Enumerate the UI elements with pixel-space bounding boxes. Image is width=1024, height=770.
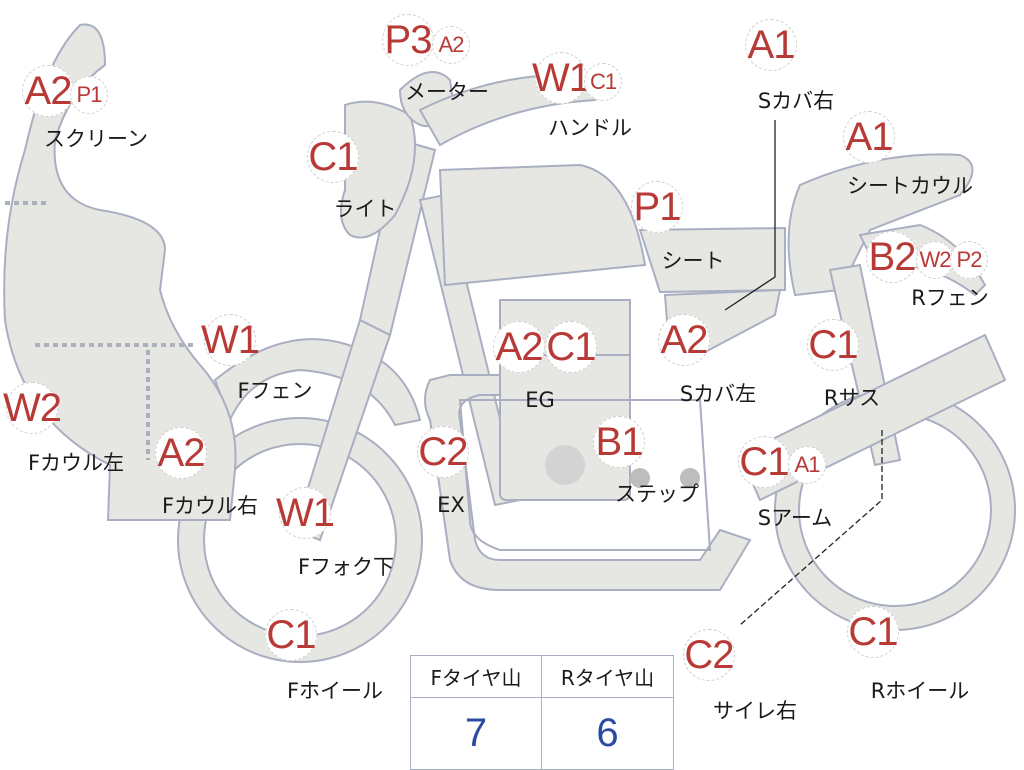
- seat-shape: [638, 226, 786, 294]
- part-label-front-fork-lower: Fフォク下: [297, 555, 395, 579]
- damage-code-front-fork-lower-1: W1: [276, 487, 335, 539]
- part-label-side-cover-left: Sカバ左: [679, 382, 757, 406]
- tire-tread-table: Fタイヤ山 Rタイヤ山 7 6: [410, 655, 674, 770]
- rear-tire-header: Rタイヤ山: [542, 656, 673, 698]
- part-label-rear-suspension: Rサス: [823, 386, 881, 410]
- damage-code-seat-cowl-1: A1: [843, 111, 895, 163]
- damage-code-screen-2: P1: [70, 76, 108, 114]
- part-label-light: ライト: [333, 197, 397, 221]
- part-label-side-cover-right: Sカバ右: [757, 89, 835, 113]
- exhaust-shape: [458, 399, 712, 551]
- damage-code-swingarm-1: C1: [738, 436, 790, 488]
- damage-code-exhaust-1: C2: [417, 426, 469, 478]
- front-tire-header: Fタイヤ山: [411, 656, 542, 698]
- part-label-rear-wheel: Rホイール: [870, 679, 970, 703]
- damage-code-seat-1: P1: [631, 181, 683, 233]
- part-label-front-wheel: Fホイール: [286, 679, 384, 703]
- part-label-handle: ハンドル: [548, 116, 632, 140]
- damage-code-handle-1: W1: [532, 52, 591, 104]
- rear-tire-value: 6: [596, 711, 619, 755]
- damage-code-front-wheel-1: C1: [265, 609, 317, 661]
- damage-code-rear-suspension-1: C1: [807, 319, 859, 371]
- damage-code-meter-2: A2: [432, 26, 470, 64]
- damage-code-light-1: C1: [307, 131, 359, 183]
- damage-code-front-cowl-left-1: W2: [3, 382, 62, 434]
- damage-code-handle-2: C1: [584, 63, 622, 101]
- damage-code-engine-1: A2: [493, 321, 545, 373]
- front-tire-value: 7: [411, 698, 542, 769]
- part-label-swingarm: Sアーム: [757, 506, 833, 530]
- headlight-shape: [340, 100, 416, 239]
- damage-code-front-fender-1: W1: [201, 314, 260, 366]
- part-label-exhaust: EX: [437, 493, 465, 517]
- part-label-seat: シート: [661, 249, 725, 273]
- damage-code-engine-2: C1: [545, 321, 597, 373]
- damage-code-silencer-right-1: C2: [683, 629, 735, 681]
- part-label-front-cowl-left: Fカウル左: [27, 451, 125, 475]
- damage-code-side-cover-right-1: A1: [745, 19, 797, 71]
- damage-code-meter-1: P3: [382, 14, 434, 66]
- part-label-front-fender: Fフェン: [237, 379, 313, 403]
- damage-code-screen-1: A2: [22, 65, 74, 117]
- part-label-rear-fender: Rフェン: [911, 286, 989, 310]
- part-label-screen: スクリーン: [44, 127, 148, 151]
- damage-code-rear-fender-3: P2: [950, 241, 988, 279]
- damage-code-step-1: B1: [593, 416, 645, 468]
- fairing-shape: [3, 23, 237, 521]
- tank-shape: [438, 163, 647, 287]
- damage-code-rear-fender-2: W2: [916, 241, 954, 279]
- part-label-engine: EG: [525, 388, 555, 412]
- part-label-meter: メーター: [405, 80, 489, 104]
- part-label-step: ステップ: [615, 482, 699, 506]
- damage-code-side-cover-left-1: A2: [658, 314, 710, 366]
- damage-code-rear-fender-1: B2: [866, 231, 918, 283]
- part-label-silencer-right: サイレ右: [713, 699, 797, 723]
- damage-code-front-cowl-right-1: A2: [155, 427, 207, 479]
- damage-code-swingarm-2: A1: [788, 446, 826, 484]
- damage-code-rear-wheel-1: C1: [847, 606, 899, 658]
- part-label-seat-cowl: シートカウル: [847, 174, 973, 198]
- part-label-front-cowl-right: Fカウル右: [161, 494, 259, 518]
